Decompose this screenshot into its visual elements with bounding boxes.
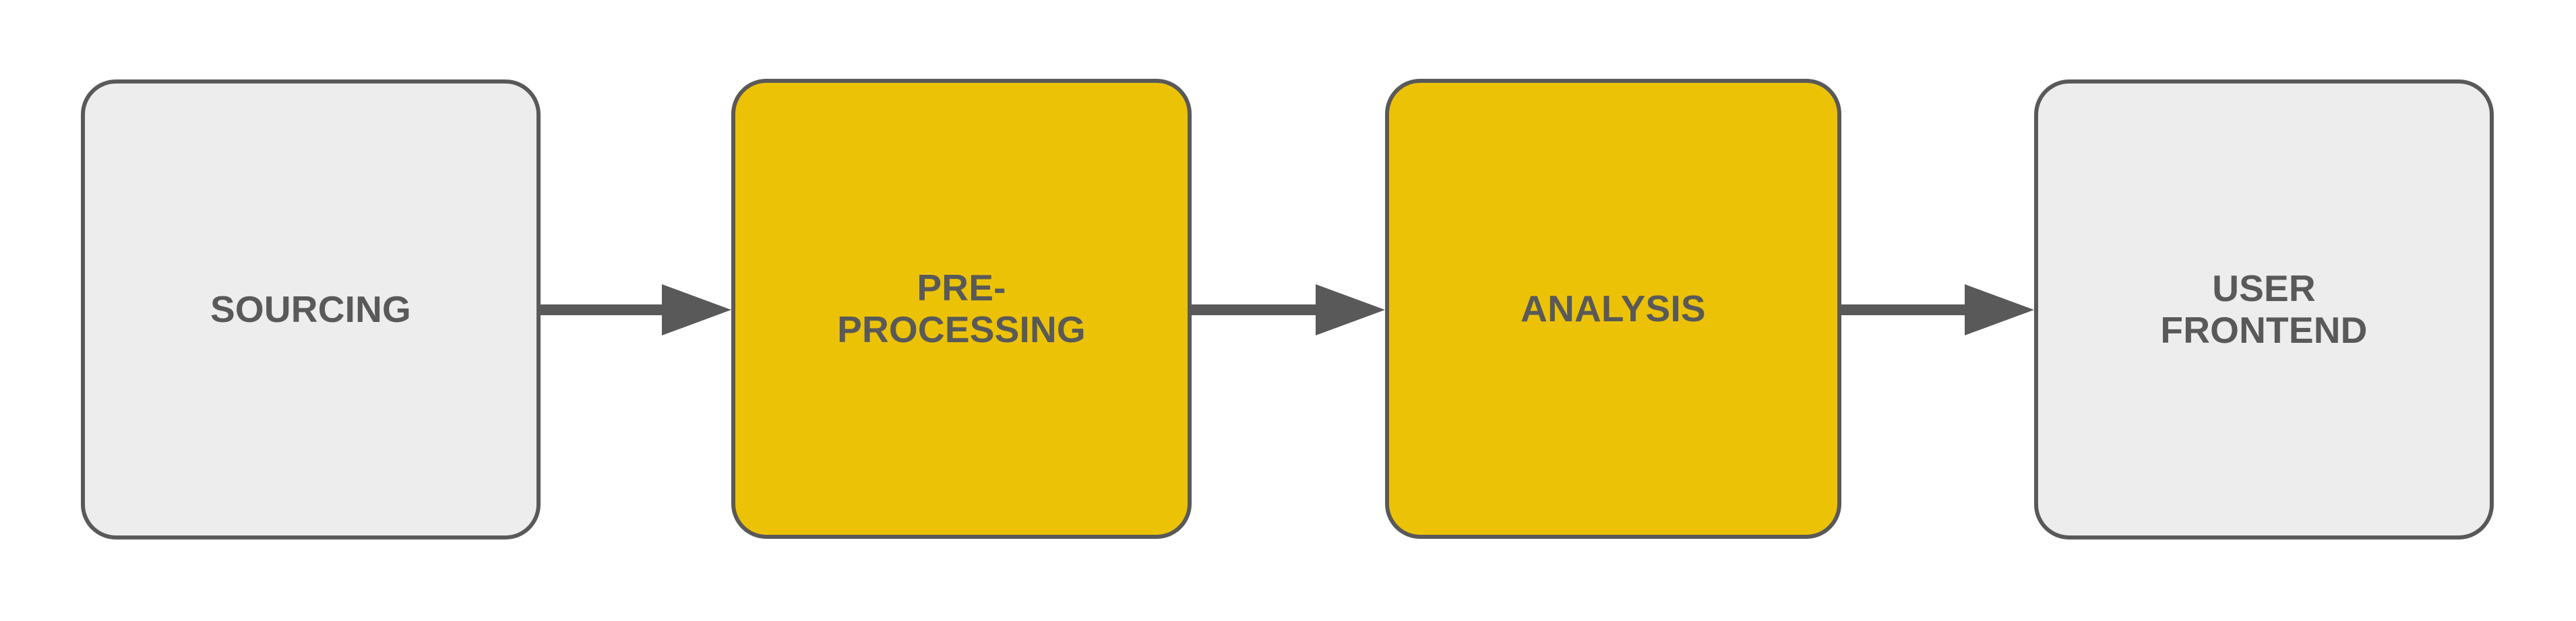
flow-node-analysis[interactable]: ANALYSIS	[1385, 79, 1841, 539]
arrow-right-icon	[541, 284, 731, 335]
flow-node-label: USER FRONTEND	[2160, 267, 2368, 351]
flow-node-pre-processing[interactable]: PRE- PROCESSING	[731, 79, 1192, 539]
flow-arrow-preprocessing-to-analysis	[1192, 284, 1385, 335]
flow-node-label: SOURCING	[210, 288, 411, 330]
flow-arrow-sourcing-to-preprocessing	[541, 284, 731, 335]
arrow-right-icon	[1841, 284, 2034, 335]
flow-node-label: PRE- PROCESSING	[837, 266, 1086, 350]
arrow-right-icon	[1192, 284, 1385, 335]
flow-node-user-frontend[interactable]: USER FRONTEND	[2034, 79, 2494, 540]
flow-node-sourcing[interactable]: SOURCING	[81, 79, 541, 540]
flow-arrow-analysis-to-userfrontend	[1841, 284, 2034, 335]
flow-node-label: ANALYSIS	[1521, 287, 1706, 329]
